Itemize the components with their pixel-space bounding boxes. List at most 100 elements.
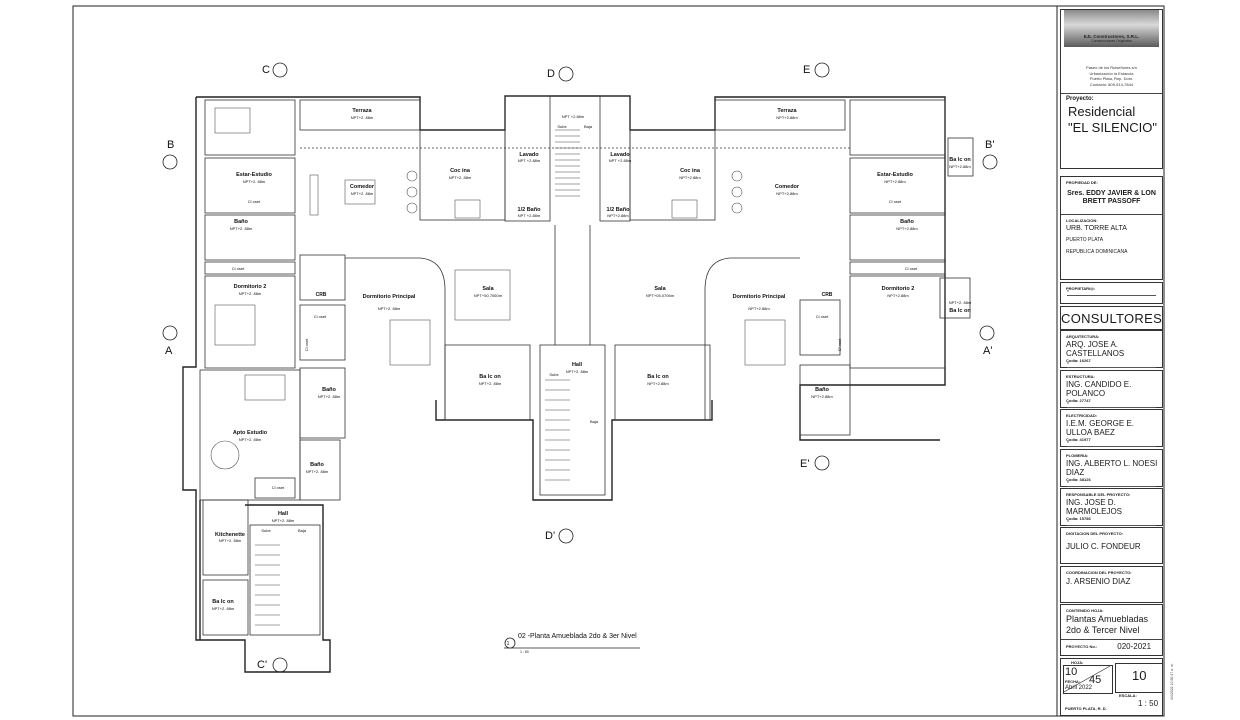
location-footer: PUERTO PLATA, R. D.	[1065, 706, 1107, 711]
svg-text:Ba lc on: Ba lc on	[949, 157, 971, 163]
svg-text:NPT+2. 88m: NPT+2. 88m	[243, 179, 266, 184]
svg-text:Lavado: Lavado	[610, 152, 630, 158]
svg-text:Comedor: Comedor	[350, 184, 375, 190]
svg-text:NPT+2. 88m: NPT+2. 88m	[239, 437, 262, 442]
svg-text:Coc ina: Coc ina	[680, 168, 701, 174]
svg-text:Cl oset: Cl oset	[314, 314, 327, 319]
svg-text:NPT+2.88m: NPT+2.88m	[887, 293, 909, 298]
svg-text:NPT+05.0706m: NPT+05.0706m	[646, 293, 675, 298]
svg-text:Cl oset: Cl oset	[905, 266, 918, 271]
sheet-date: Abril 2022	[1065, 685, 1093, 691]
sheet-number: 10	[1065, 666, 1078, 678]
proyecto-name: Residencial	[1068, 104, 1136, 119]
svg-text:Sube: Sube	[557, 124, 567, 129]
consultores-heading: CONSULTORES	[1061, 311, 1163, 326]
svg-text:NPT+2.88m: NPT+2.88m	[811, 394, 833, 399]
plan-caption: 1 02 -Planta Amueblada 2do & 3er Nivel 1…	[507, 633, 638, 654]
svg-text:NPT+2.88m: NPT+2.88m	[679, 175, 701, 180]
company-address: Paseo de los Ruiseñores s/n Urbanización…	[1086, 65, 1137, 87]
svg-text:Comedor: Comedor	[775, 184, 800, 190]
svg-text:Baño: Baño	[234, 219, 248, 225]
svg-text:NPT+2. 88m: NPT+2. 88m	[230, 226, 253, 231]
svg-text:NPT+2.88m: NPT+2.88m	[607, 213, 629, 218]
svg-text:NPT+2.88m: NPT+2.88m	[949, 164, 971, 169]
architect-name: ARQ. JOSE A. CASTELLANOS	[1066, 340, 1125, 358]
titleblock-arquitectura: ARQUITECTURA: ARQ. JOSE A. CASTELLANOS C…	[1060, 330, 1163, 368]
plan-caption-scale: 1 : 50	[520, 650, 529, 654]
svg-text:NPT+2. 88m: NPT+2. 88m	[449, 175, 472, 180]
titleblock-plomeria: PLOMERIA: ING. ALBERTO L. NOESI DIAZ Cod…	[1060, 449, 1163, 487]
marker-e: E	[803, 64, 810, 76]
svg-text:NPT+2.88m: NPT+2.88m	[896, 226, 918, 231]
svg-text:Cl oset: Cl oset	[232, 266, 245, 271]
svg-text:NPT+2. 88m: NPT+2. 88m	[378, 306, 401, 311]
sheet-border	[72, 5, 1165, 717]
svg-text:Kitchenette: Kitchenette	[215, 532, 245, 538]
furniture	[210, 107, 786, 470]
svg-text:Estar-Estudio: Estar-Estudio	[877, 172, 913, 178]
plumbing-engineer: ING. ALBERTO L. NOESI DIAZ	[1066, 459, 1158, 477]
marker-a: A	[165, 345, 173, 357]
svg-text:Baja: Baja	[584, 124, 593, 129]
svg-text:Ba lc on: Ba lc on	[647, 374, 669, 380]
svg-text:NPT+2.88m: NPT+2.88m	[776, 191, 798, 196]
svg-text:Sala: Sala	[482, 286, 494, 292]
project-manager: ING. JOSE D. MARMOLEJOS	[1066, 498, 1123, 516]
svg-text:Dormitorio 2: Dormitorio 2	[882, 286, 915, 292]
svg-text:1/2 Baño: 1/2 Baño	[518, 207, 542, 213]
svg-text:NPT+2. 88m: NPT+2. 88m	[479, 381, 502, 386]
section-markers	[162, 62, 998, 673]
svg-text:NPT+2.88m: NPT+2.88m	[884, 179, 906, 184]
titleblock-responsable: RESPONSABLE DEL PROYECTO: ING. JOSE D. M…	[1060, 488, 1163, 526]
proyecto-name-2: "EL SILENCIO"	[1068, 120, 1157, 135]
titleblock-owner: PROPIETARI@: *	[1060, 282, 1163, 304]
svg-text:NPT+2.88m: NPT+2.88m	[748, 306, 770, 311]
svg-text:Sube: Sube	[549, 372, 559, 377]
svg-text:Dormitorio 2: Dormitorio 2	[234, 284, 267, 290]
company-subtitle: Construcciones Originales	[1091, 39, 1132, 43]
svg-text:Sala: Sala	[654, 286, 666, 292]
svg-text:NPT+50.7060m: NPT+50.7060m	[474, 293, 503, 298]
marker-a-prime: A'	[983, 345, 992, 357]
marker-d-prime: D'	[545, 530, 555, 542]
plan-caption-title: 02 -Planta Amueblada 2do & 3er Nivel	[518, 633, 637, 640]
svg-text:NPT+2. 88m: NPT+2. 88m	[306, 469, 329, 474]
svg-text:NPT+2. 88m: NPT+2. 88m	[219, 538, 242, 543]
svg-text:Hall: Hall	[278, 511, 289, 517]
svg-text:Baja: Baja	[298, 528, 307, 533]
room-terraza-left: Terraza	[352, 108, 372, 114]
svg-text:Estar-Estudio: Estar-Estudio	[236, 172, 272, 178]
svg-text:NPT+2. 88m: NPT+2. 88m	[949, 300, 972, 305]
svg-text:1/2 Baño: 1/2 Baño	[607, 207, 631, 213]
svg-text:NPT+2. 88m: NPT+2. 88m	[239, 291, 262, 296]
marker-e-prime: E'	[800, 458, 809, 470]
coordinator-name: J. ARSENIO DIAZ	[1066, 577, 1131, 586]
svg-text:Cl oset: Cl oset	[272, 485, 285, 490]
svg-text:Baño: Baño	[900, 219, 914, 225]
svg-text:NPT+2. 88m: NPT+2. 88m	[566, 369, 589, 374]
sheet-total: 45	[1089, 674, 1102, 686]
owner-name: Sres. EDDY JAVIER & LON BRETT PASSOFF	[1067, 190, 1156, 205]
svg-text:Terraza: Terraza	[777, 108, 797, 114]
marker-c-prime: C'	[257, 659, 267, 671]
svg-text:Ba lc on: Ba lc on	[212, 599, 234, 605]
svg-text:Baño: Baño	[310, 462, 324, 468]
project-number: 020-2021	[1117, 642, 1152, 651]
svg-text:Dormitorio Principal: Dormitorio Principal	[733, 294, 786, 300]
svg-text:CRB: CRB	[822, 292, 833, 298]
titleblock-coordinacion: COORDINACION DEL PROYECTO: J. ARSENIO DI…	[1060, 566, 1163, 603]
titleblock-header: EJL Constructores, S.R.L. Construcciones…	[1060, 9, 1163, 169]
interior-walls	[199, 95, 974, 636]
marker-c: C	[262, 64, 270, 76]
svg-text:Baño: Baño	[322, 387, 336, 393]
titleblock-estructura: ESTRUCTURA: ING. CANDIDO E. POLANCO Codi…	[1060, 370, 1163, 408]
sheet-number-large: 10	[1132, 668, 1147, 683]
svg-text:NPT +2.88m: NPT +2.88m	[609, 158, 632, 163]
drawing-scale: 1 : 50	[1138, 699, 1159, 708]
titleblock-property: PROPIEDAD DE: Sres. EDDY JAVIER & LON BR…	[1060, 176, 1163, 280]
svg-text:Hall: Hall	[572, 362, 583, 368]
svg-text:Cl oset: Cl oset	[816, 314, 829, 319]
titleblock-electricidad: ELECTRICIDAD: I.E.M. GEORGE E. ULLOA BAE…	[1060, 409, 1163, 447]
svg-text:Cl oset: Cl oset	[304, 338, 309, 351]
